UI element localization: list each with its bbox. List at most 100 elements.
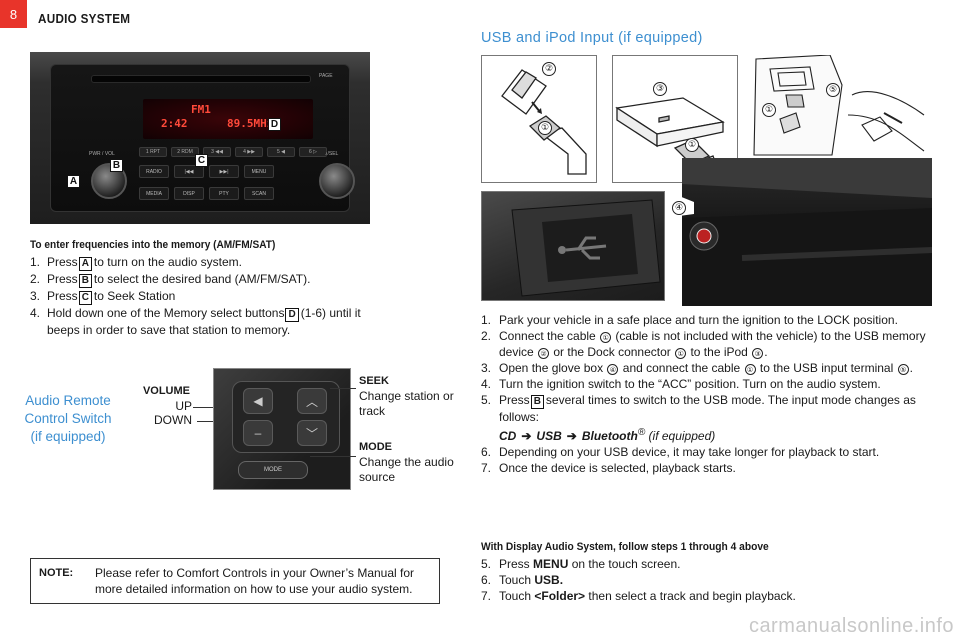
section-title: AUDIO SYSTEM <box>38 11 131 26</box>
usb-stick-illustration: ② ① <box>481 55 597 183</box>
seek-down-icon: ﹀ <box>297 420 327 446</box>
display-frequency: 89.5MHz <box>227 117 274 130</box>
radio-button: RADIO <box>139 165 169 178</box>
memory-step: 4.Hold down one of the Memory select but… <box>30 306 361 337</box>
key-box: A <box>78 257 92 271</box>
display-audio-steps: 5.Press MENU on the touch screen. 6.Touc… <box>481 556 941 604</box>
marker-2: ② <box>538 348 550 359</box>
remote-switch-caption: Audio Remote Control Switch (if equipped… <box>24 393 112 444</box>
display-band: FM1 <box>191 103 211 116</box>
note-label: NOTE: <box>39 567 74 579</box>
callout-a: A <box>67 175 80 188</box>
disp-button: DISP <box>174 187 204 200</box>
memory-heading: To enter frequencies into the memory (AM… <box>30 239 276 251</box>
usb-step: 7.Once the device is selected, playback … <box>481 461 736 475</box>
volume-down-label: DOWN <box>154 413 192 427</box>
display-audio-step: 5.Press MENU on the touch screen. <box>481 557 681 571</box>
page-button-label: PAGE <box>319 73 333 79</box>
display-audio-step: 6.Touch USB. <box>481 573 564 587</box>
usb-steps: 1.Park your vehicle in a safe place and … <box>481 312 941 476</box>
mode-description: Change the audio source <box>359 455 454 484</box>
usb-port-photo <box>481 191 665 301</box>
marker-3: ③ <box>752 348 764 359</box>
callout-d: D <box>268 118 281 131</box>
next-button: ▶▶| <box>209 165 239 178</box>
usb-step: 3.Open the glove box ④ and connect the c… <box>481 361 913 375</box>
marker-5: ⑤ <box>826 83 840 97</box>
marker-1: ① <box>600 332 612 343</box>
volume-label: VOLUME <box>142 385 190 397</box>
preset-button: 2 RDM <box>171 147 199 157</box>
marker-1: ① <box>685 138 699 152</box>
cd-slot <box>91 75 311 83</box>
switch-pad: ◀ ︿ – ﹀ <box>232 381 340 453</box>
key-box: B <box>530 395 544 409</box>
marker-1: ① <box>744 364 756 375</box>
radio-faceplate: PAGE FM1 2:42 89.5MHz 1 RPT 2 RDM 3 ◀◀ 4… <box>50 64 355 212</box>
pwr-vol-label: PWR / VOL <box>89 151 115 157</box>
console-usb-illustration: ① ⑤ <box>752 55 926 160</box>
menu-button: MENU <box>244 165 274 178</box>
usb-port-image <box>511 199 661 297</box>
select-knob <box>319 163 355 199</box>
seek-title: SEEK <box>359 375 389 387</box>
watermark: carmanualsonline.info <box>748 615 954 637</box>
seek-up-icon: ︿ <box>297 388 327 414</box>
usb-step: 6.Depending on your USB device, it may t… <box>481 445 880 459</box>
page-number-badge: 8 <box>0 0 27 28</box>
volume-up-label: UP <box>175 399 192 413</box>
sel-label: ♪/SEL <box>325 151 339 157</box>
arrow-right-icon: ➔ <box>566 429 577 443</box>
usb-step: 2.Connect the cable ① (cable is not incl… <box>481 329 926 359</box>
preset-button: 5 ◀ <box>267 147 295 157</box>
dashboard-image <box>682 158 932 306</box>
media-button: MEDIA <box>139 187 169 200</box>
marker-4: ④ <box>607 364 619 375</box>
note-box: NOTE: Please refer to Comfort Controls i… <box>30 558 440 604</box>
marker-2: ② <box>542 62 556 76</box>
display-audio-heading: With Display Audio System, follow steps … <box>481 541 769 553</box>
note-text: Please refer to Comfort Controls in your… <box>95 566 415 596</box>
dashboard-photo <box>682 158 932 306</box>
function-buttons-row2: MEDIA DISP PTY SCAN <box>139 187 274 200</box>
usb-stick-icon <box>501 69 587 175</box>
usb-section-title: USB and iPod Input (if equipped) <box>481 30 703 46</box>
key-box: C <box>78 291 92 305</box>
seek-description: Change station or track <box>359 389 454 418</box>
callout-b: B <box>110 159 123 172</box>
marker-4: ④ <box>672 201 686 215</box>
usb-step: 1.Park your vehicle in a safe place and … <box>481 313 898 327</box>
preset-button: 6 ▷ <box>299 147 327 157</box>
marker-1: ① <box>762 103 776 117</box>
mode-button: MODE <box>238 461 308 479</box>
usb-step: 4.Turn the ignition switch to the “ACC” … <box>481 377 881 391</box>
console-icon <box>753 55 925 156</box>
pty-button: PTY <box>209 187 239 200</box>
leader-line <box>310 456 356 457</box>
arrow-right-icon: ➔ <box>521 429 532 443</box>
marker-5: ⑤ <box>897 364 909 375</box>
radio-head-unit-photo: PAGE FM1 2:42 89.5MHz 1 RPT 2 RDM 3 ◀◀ 4… <box>30 52 370 224</box>
function-buttons-row1: RADIO |◀◀ ▶▶| MENU <box>139 165 274 178</box>
key-box: D <box>285 308 299 322</box>
mute-icon: ◀ <box>243 388 273 414</box>
volume-knob <box>91 163 127 199</box>
leader-line <box>330 388 356 389</box>
preset-button: 4 ▶▶ <box>235 147 263 157</box>
ipod-icon <box>615 97 725 182</box>
volume-down-icon: – <box>243 420 273 446</box>
callout-c: C <box>195 154 208 167</box>
marker-3: ③ <box>653 82 667 96</box>
marker-1: ① <box>538 121 552 135</box>
scan-button: SCAN <box>244 187 274 200</box>
preset-buttons: 1 RPT 2 RDM 3 ◀◀ 4 ▶▶ 5 ◀ 6 ▷ <box>139 147 327 157</box>
mode-title: MODE <box>359 441 392 453</box>
prev-button: |◀◀ <box>174 165 204 178</box>
preset-button: 3 ◀◀ <box>203 147 231 157</box>
steering-switch-photo: ◀ ︿ – ﹀ MODE <box>213 368 351 490</box>
